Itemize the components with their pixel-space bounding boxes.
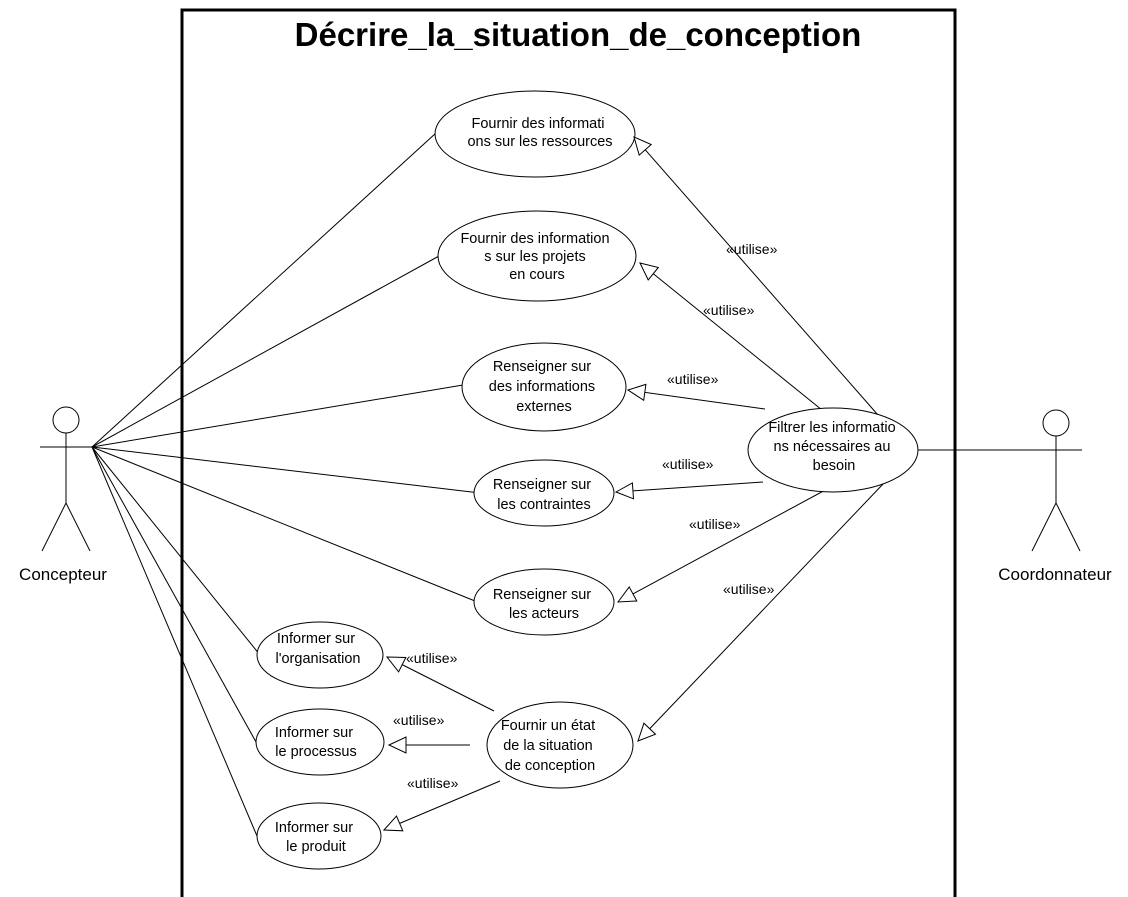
use-case-ellipse <box>256 802 382 870</box>
association-concepteur-projets <box>91 255 440 448</box>
dependency-labels: «utilise» «utilise» «utilise» «utilise» … <box>393 241 778 791</box>
dependency-label-etat: «utilise» <box>723 581 775 597</box>
actor-head-icon <box>1042 409 1070 437</box>
use-case-ellipse <box>255 708 385 776</box>
use-case-ellipse <box>461 342 627 432</box>
dependency-label-processus: «utilise» <box>393 712 445 728</box>
association-concepteur-acteurs <box>91 446 481 604</box>
use-case-label: Fournir un état de la situation de conce… <box>501 718 599 774</box>
actor-coordonnateur[interactable]: Coordonnateur <box>998 409 1112 584</box>
dependency-filtrer-contraintes <box>615 481 764 493</box>
association-concepteur-produit <box>91 446 258 837</box>
use-case-projets[interactable]: Fournir des information s sur les projet… <box>437 210 637 302</box>
use-case-acteurs[interactable]: Renseigner sur les acteurs <box>473 568 615 636</box>
association-concepteur-externes <box>91 384 464 448</box>
actor-name: Concepteur <box>19 565 107 584</box>
association-concepteur-organisation <box>91 446 261 656</box>
use-case-label: Renseigner sur les acteurs <box>493 587 595 622</box>
dependency-arrowhead <box>614 482 635 500</box>
dependency-etat-organisation <box>386 656 495 712</box>
use-case-ellipse <box>747 407 919 493</box>
use-case-externes[interactable]: Renseigner sur des informations externes <box>461 342 627 432</box>
use-case-ellipse <box>486 701 634 789</box>
system-title: Décrire_la_situation_de_conception <box>295 16 862 53</box>
dependency-arrowhead <box>616 585 638 603</box>
association-lines <box>91 132 1038 837</box>
dependency-label-produit: «utilise» <box>407 775 459 791</box>
dependency-arrowhead <box>633 136 653 156</box>
dependency-arrowhead <box>639 262 660 281</box>
use-case-ellipse <box>473 568 615 636</box>
use-case-ellipse <box>256 621 384 689</box>
use-case-filtrer[interactable]: Filtrer les informatio ns nécessaires au… <box>747 407 919 493</box>
use-case-ellipse <box>434 90 636 178</box>
use-case-ellipse <box>473 459 615 527</box>
system-boundary <box>180 8 957 897</box>
use-cases: Fournir des informati ons sur les ressou… <box>255 90 919 870</box>
dependency-label-projets: «utilise» <box>703 302 755 318</box>
actor-left-leg <box>1031 502 1057 552</box>
use-case-label: Renseigner sur les contraintes <box>493 477 595 513</box>
use-case-ellipse <box>437 210 637 302</box>
actor-name: Coordonnateur <box>998 565 1112 584</box>
use-case-label: Fournir des information s sur les projet… <box>460 231 613 283</box>
dependency-filtrer-etat <box>637 482 885 742</box>
use-case-label: Informer sur le produit <box>275 820 357 855</box>
association-concepteur-ressources <box>91 132 437 448</box>
use-case-label: Renseigner sur des informations externes <box>489 359 599 415</box>
association-concepteur-contraintes <box>91 446 481 494</box>
use-case-label: Filtrer les informatio ns nécessaires au… <box>768 420 899 474</box>
actor-right-leg <box>1055 502 1081 552</box>
dependency-filtrer-externes <box>627 389 766 410</box>
use-case-produit[interactable]: Informer sur le produit <box>256 802 382 870</box>
dependency-arrowhead <box>637 722 657 742</box>
dependency-label-ressources: «utilise» <box>726 241 778 257</box>
actor-left-leg <box>41 502 67 552</box>
actor-right-leg <box>65 502 91 552</box>
use-case-organisation[interactable]: Informer sur l'organisation <box>256 621 384 689</box>
use-case-processus[interactable]: Informer sur le processus <box>255 708 385 776</box>
dependency-arrowhead <box>382 815 404 832</box>
dependency-arrowhead <box>626 383 647 402</box>
dependency-etat-produit <box>383 780 501 831</box>
dependency-filtrer-acteurs <box>617 487 830 603</box>
use-case-label: Informer sur le processus <box>275 725 357 760</box>
actor-concepteur[interactable]: Concepteur <box>19 406 107 584</box>
dependency-label-externes: «utilise» <box>667 371 719 387</box>
actor-head-icon <box>52 406 80 434</box>
use-case-contraintes[interactable]: Renseigner sur les contraintes <box>473 459 615 527</box>
dependency-filtrer-projets <box>639 262 823 411</box>
dependency-arrowhead <box>387 736 407 754</box>
dependency-label-acteurs: «utilise» <box>689 516 741 532</box>
dependency-filtrer-ressources <box>633 136 879 416</box>
dependency-lines <box>383 136 885 831</box>
use-case-etat[interactable]: Fournir un état de la situation de conce… <box>486 701 634 789</box>
use-case-label: Informer sur l'organisation <box>276 631 361 667</box>
dependency-arrowhead <box>385 656 407 673</box>
use-case-ressources[interactable]: Fournir des informati ons sur les ressou… <box>434 90 636 178</box>
use-case-label: Fournir des informati ons sur les ressou… <box>467 116 612 150</box>
association-concepteur-processus <box>91 446 257 743</box>
dependency-arrowheads <box>382 136 660 832</box>
dependency-label-organisation: «utilise» <box>406 650 458 666</box>
dependency-label-contraintes: «utilise» <box>662 456 714 472</box>
